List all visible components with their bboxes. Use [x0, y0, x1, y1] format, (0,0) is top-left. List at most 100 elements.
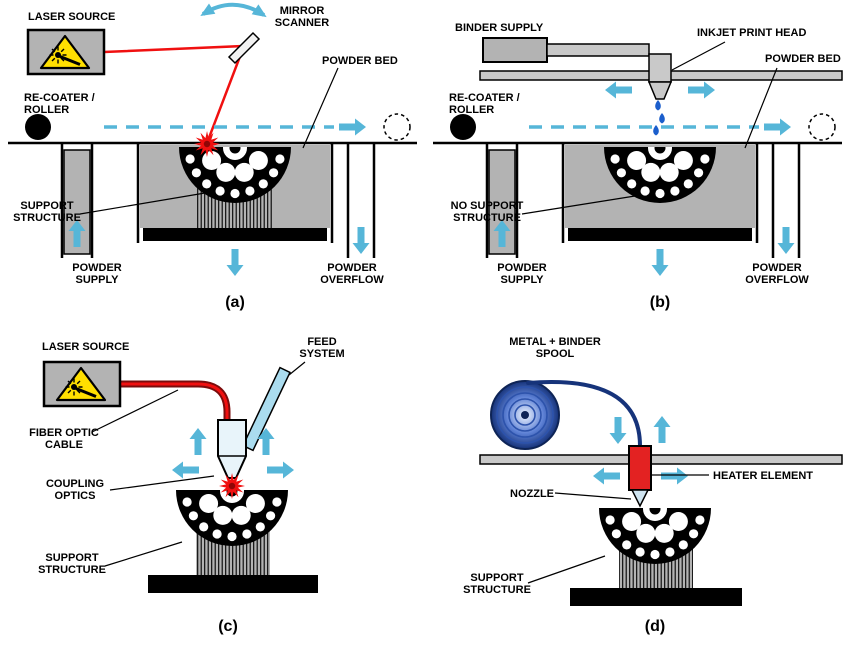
label-powder-bed: POWDER BED: [765, 53, 841, 65]
mirror-scan-arrowhead-right: [251, 4, 271, 23]
label-laser-source: LASER SOURCE: [42, 341, 129, 353]
build-piston-down-arrow: [226, 249, 244, 276]
leader-lines: [91, 361, 306, 567]
label-feed-system-1: FEED: [307, 336, 336, 348]
panel-b: BINDER SUPPLY INKJET PRINT HEAD POWDER B…: [433, 22, 843, 311]
label-support-1: SUPPORT: [470, 572, 523, 584]
inkjet-print-head-body: [648, 53, 672, 83]
panel-d: METAL + BINDER SPOOL HEATER ELEMENT NOZZ…: [463, 336, 843, 635]
binder-tube: [546, 43, 650, 57]
label-nozzle: NOZZLE: [510, 488, 554, 500]
label-inkjet-print-head: INKJET PRINT HEAD: [697, 27, 806, 39]
spool-ring: [508, 398, 542, 432]
label-support-1: SUPPORT: [45, 552, 98, 564]
leader-lines: [79, 67, 339, 215]
label-fiber-optic-2: CABLE: [45, 439, 83, 451]
label-powder-overflow-1: POWDER: [327, 262, 377, 274]
recoat-direction-arrow: [339, 118, 366, 136]
laser-source-box: [42, 360, 122, 408]
label-recoater-2: ROLLER: [449, 104, 494, 116]
mirror-scan-arrowhead-left: [197, 3, 216, 22]
panel-letter-a: (a): [225, 294, 245, 311]
label-powder-bed: POWDER BED: [322, 55, 398, 67]
panel-letter-c: (c): [218, 618, 238, 635]
fiber-optic-cable-outline: [120, 380, 231, 420]
heater-element: [628, 445, 652, 491]
recoater-roller: [25, 114, 51, 140]
label-powder-overflow-1: POWDER: [752, 262, 802, 274]
binder-droplet: [655, 100, 661, 111]
label-laser-source: LASER SOURCE: [28, 11, 115, 23]
coupling-optics-body: [217, 419, 247, 479]
chamber-walls: [485, 143, 801, 258]
label-support-2: STRUCTURE: [13, 212, 81, 224]
recoater-roller: [450, 114, 476, 140]
inkjet-print-head-nozzle: [647, 81, 673, 100]
label-recoater-2: ROLLER: [24, 104, 69, 116]
gantry-bar: [479, 454, 843, 465]
printed-part: [599, 497, 711, 564]
label-powder-supply-1: POWDER: [72, 262, 122, 274]
spool-ring: [502, 392, 548, 438]
label-powder-supply-1: POWDER: [497, 262, 547, 274]
head-left-arrow: [593, 467, 620, 485]
panel-letter-d: (d): [645, 618, 665, 635]
label-support-1: SUPPORT: [20, 200, 73, 212]
label-support-2: STRUCTURE: [463, 584, 531, 596]
label-fiber-optic-1: FIBER OPTIC: [29, 427, 99, 439]
label-powder-supply-2: SUPPLY: [75, 274, 119, 286]
panel-letter-b: (b): [650, 294, 670, 311]
label-feed-system-2: SYSTEM: [299, 348, 344, 360]
recoater-ghost-circle: [383, 113, 411, 141]
label-spool-2: SPOOL: [536, 348, 575, 360]
label-support-2: STRUCTURE: [38, 564, 106, 576]
head-right-arrow: [688, 81, 715, 99]
label-spool-1: METAL + BINDER: [509, 336, 601, 348]
label-mirror-scanner-1: MIRROR: [280, 5, 325, 17]
label-powder-supply-2: SUPPLY: [500, 274, 544, 286]
laser-source-box: [26, 28, 106, 76]
nozzle: [630, 489, 650, 508]
build-platform: [143, 228, 327, 241]
head-right-arrow: [661, 467, 688, 485]
label-powder-overflow-2: OVERFLOW: [320, 274, 384, 286]
label-powder-overflow-2: OVERFLOW: [745, 274, 809, 286]
label-no-support-1: NO SUPPORT: [451, 200, 524, 212]
scanner-mirror: [227, 31, 261, 65]
build-piston-down-arrow: [651, 249, 669, 276]
build-platform: [148, 575, 318, 593]
binder-supply-box: [482, 37, 548, 63]
binder-droplet: [653, 125, 659, 136]
head-left-arrow: [172, 461, 199, 479]
label-no-support-2: STRUCTURE: [453, 212, 521, 224]
fiber-optic-cable: [120, 382, 229, 420]
overflow-down-arrow: [777, 227, 795, 254]
label-coupling-optics-1: COUPLING: [46, 478, 104, 490]
binder-droplet: [659, 113, 665, 124]
build-platform: [568, 228, 752, 241]
chamber-walls: [60, 143, 376, 258]
recoater-ghost-circle: [808, 113, 836, 141]
spool-ring: [514, 404, 536, 426]
head-right-arrow: [267, 461, 294, 479]
build-platform: [570, 588, 742, 606]
panel-a: LASER SOURCE MIRROR SCANNER POWDER BED R…: [8, 2, 417, 311]
label-recoater-1: RE-COATER /: [24, 92, 95, 104]
filament: [526, 380, 642, 448]
spool-hub: [521, 411, 529, 419]
label-binder-supply: BINDER SUPPLY: [455, 22, 544, 34]
leader-lines: [521, 41, 778, 215]
overflow-down-arrow: [352, 227, 370, 254]
leader-lines: [527, 474, 709, 584]
label-mirror-scanner-2: SCANNER: [275, 17, 329, 29]
feed-down-arrow: [609, 417, 627, 444]
head-up-arrow-left: [189, 428, 207, 455]
spool-ring: [496, 386, 554, 444]
panel-c: LASER SOURCE FEED SYSTEM FIBER OPTIC CAB…: [29, 336, 344, 635]
recoat-direction-arrow: [764, 118, 791, 136]
label-coupling-optics-2: OPTICS: [55, 490, 96, 502]
feed-up-arrow: [653, 416, 671, 443]
head-left-arrow: [605, 81, 632, 99]
